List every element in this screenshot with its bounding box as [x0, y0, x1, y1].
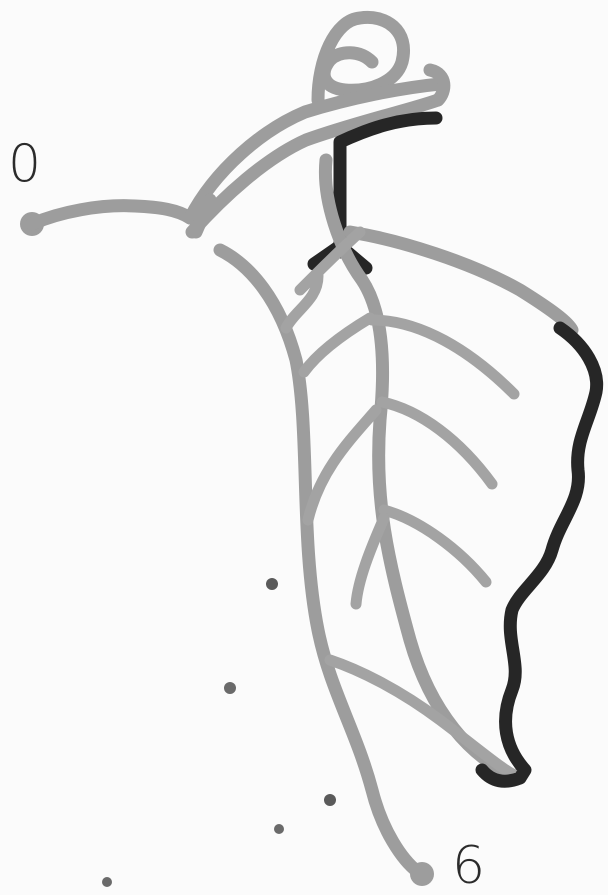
end-point — [410, 862, 434, 886]
vein-6 — [384, 510, 486, 582]
vein-3 — [304, 318, 370, 372]
end-label: 6 — [452, 840, 485, 892]
stem-start — [32, 206, 190, 224]
stray-dot — [266, 578, 278, 590]
vein-7 — [356, 518, 384, 604]
vein-4 — [382, 402, 492, 484]
stray-dot — [274, 824, 284, 834]
leaf-right-edge-dark — [482, 328, 597, 781]
vein-5 — [308, 410, 376, 520]
vein-2 — [372, 320, 514, 394]
stray-dot — [102, 877, 112, 887]
stray-dot — [324, 794, 336, 806]
start-label: 0 — [8, 138, 41, 190]
stray-dot — [224, 682, 236, 694]
